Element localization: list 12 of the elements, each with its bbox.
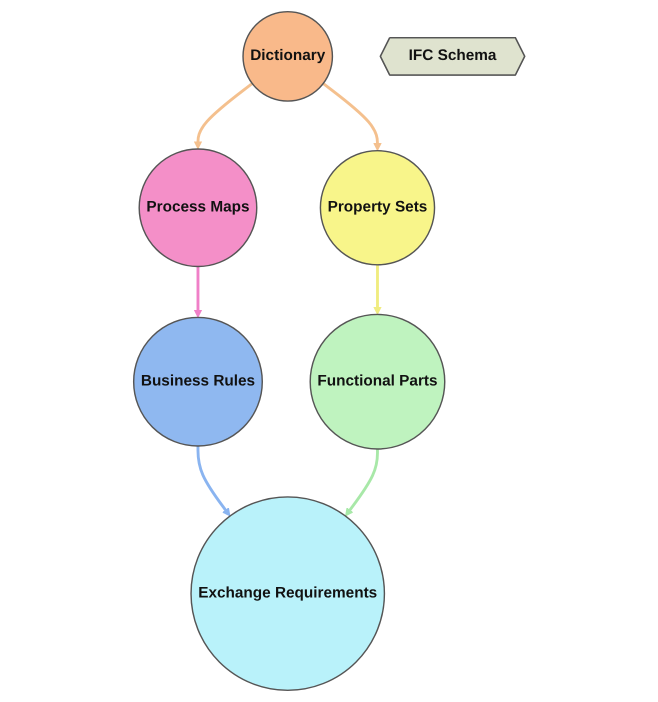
arrow — [194, 266, 202, 318]
node-circle: Exchange Requirements — [190, 496, 385, 692]
arrow — [322, 82, 382, 152]
node-circle: Functional Parts — [309, 314, 446, 450]
arrow — [196, 446, 230, 516]
node-circle: Process Maps — [138, 148, 258, 268]
arrow — [373, 264, 382, 315]
node-circle: Business Rules — [132, 316, 263, 447]
arrow — [194, 82, 253, 150]
node-circle: Dictionary — [242, 10, 333, 102]
node-circle: Property Sets — [320, 150, 436, 266]
arrow — [344, 449, 379, 516]
